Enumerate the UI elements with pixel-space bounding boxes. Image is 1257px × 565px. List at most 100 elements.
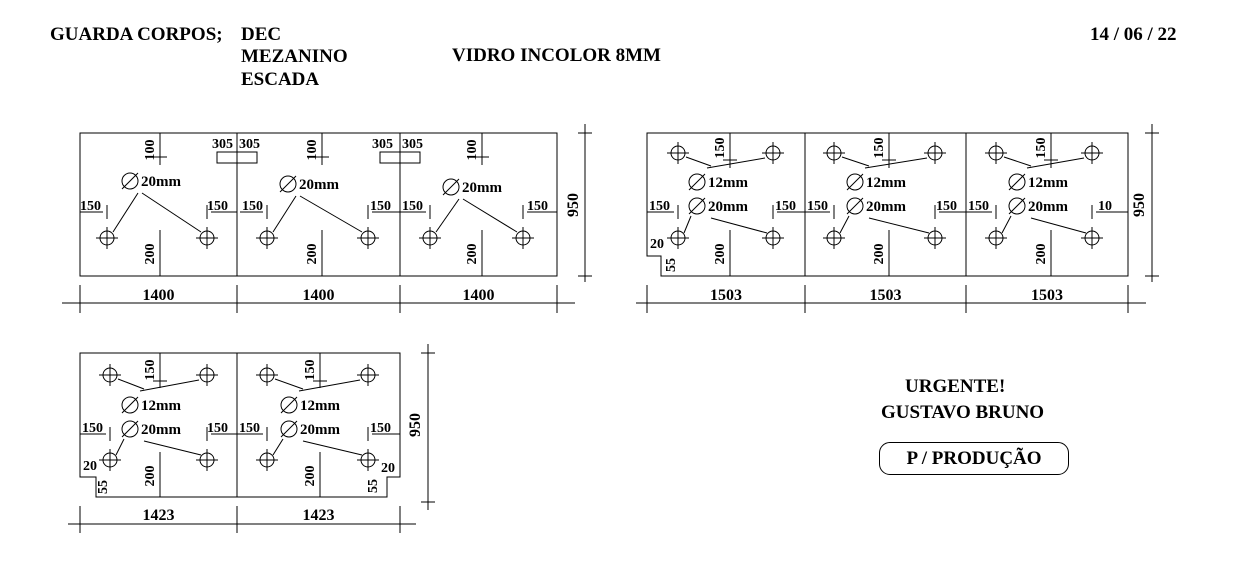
- mezanino-width-label: 1503: [870, 287, 902, 304]
- item-escada: ESCADA: [241, 69, 320, 90]
- diameter-icon-slash: [280, 396, 298, 414]
- escada-side-label-right: 150: [207, 421, 228, 436]
- mezanino-side-label-left: 150: [649, 199, 670, 214]
- escada-leader: [143, 440, 202, 456]
- mezanino-width-label: 1503: [710, 287, 742, 304]
- mezanino-bottom-label: 200: [1034, 244, 1049, 265]
- escada-side-label-right: 150: [370, 421, 391, 436]
- diameter-icon-slash: [442, 178, 460, 196]
- mezanino-width-label: 1503: [1031, 287, 1063, 304]
- mezanino-top-label: 150: [713, 138, 728, 159]
- production-stamp-label: P / PRODUÇÃO: [906, 447, 1042, 469]
- dec-leader: [141, 192, 202, 233]
- mezanino-leader: [706, 157, 766, 169]
- dec-side-label-left: 150: [80, 199, 101, 214]
- escada-top-label: 150: [143, 360, 158, 381]
- mezanino-leader: [710, 217, 768, 234]
- diameter-icon: [442, 178, 460, 196]
- escada-bottom-label: 200: [303, 466, 318, 487]
- mezanino-bottom-label: 200: [872, 244, 887, 265]
- dec-leader: [435, 198, 460, 233]
- dec-side-label-right: 150: [527, 199, 548, 214]
- diameter-label: 20mm: [141, 174, 181, 190]
- dec-side-label-left: 150: [242, 199, 263, 214]
- escada-diameter-12-note: 12mm: [280, 396, 340, 414]
- mezanino-height-label: 950: [1131, 193, 1148, 217]
- escada-leader: [302, 440, 363, 456]
- mezanino-diameter-12-note: 12mm: [846, 173, 906, 191]
- diameter-icon: [1008, 173, 1026, 191]
- dec-diameter-note: 20mm: [279, 175, 339, 193]
- diameter-icon: [279, 175, 297, 193]
- diameter-icon-slash: [688, 197, 706, 215]
- mezanino-diameter-20-note: 20mm: [688, 197, 748, 215]
- escada-diameter-12-note: 12mm: [121, 396, 181, 414]
- escada-bottom-label: 200: [143, 466, 158, 487]
- diameter-icon-slash: [846, 197, 864, 215]
- dec-hole-bottom-label: 200: [465, 244, 480, 265]
- diameter-label: 20mm: [300, 422, 340, 438]
- dec-width-label: 1400: [463, 287, 495, 304]
- mezanino-leader: [841, 156, 870, 167]
- escada-notch-label: 20: [381, 461, 395, 476]
- item-mezanino: MEZANINO: [241, 46, 348, 67]
- dec-leader: [112, 192, 139, 233]
- escada-diameter-20-note: 20mm: [121, 420, 181, 438]
- production-stamp: P / PRODUÇÃO: [879, 442, 1069, 475]
- mezanino-outline: [646, 132, 1129, 277]
- diameter-icon-slash: [280, 420, 298, 438]
- dec-outline: [79, 132, 558, 277]
- mezanino-diameter-12-note: 12mm: [1008, 173, 1068, 191]
- diameter-icon-slash: [279, 175, 297, 193]
- mezanino-bottom-label: 200: [713, 244, 728, 265]
- diameter-label: 20mm: [708, 199, 748, 215]
- escada-width-label: 1423: [143, 507, 175, 524]
- dec-mark-box: [216, 151, 238, 164]
- dec-leader: [272, 195, 297, 233]
- escada-leader: [115, 438, 125, 456]
- diameter-label: 20mm: [299, 177, 339, 193]
- mezanino-leader: [839, 215, 850, 234]
- dec-width-label: 1400: [303, 287, 335, 304]
- dec-side-label-left: 150: [402, 199, 423, 214]
- mezanino-leader: [683, 215, 692, 234]
- escada-height-label: 950: [407, 413, 424, 437]
- diameter-label: 12mm: [866, 175, 906, 191]
- escada-notch-label: 20: [83, 459, 97, 474]
- diameter-icon-slash: [1008, 173, 1026, 191]
- dec-width-label: 1400: [143, 287, 175, 304]
- escada-leader: [298, 379, 361, 392]
- diameter-icon-slash: [688, 173, 706, 191]
- mezanino-leader: [1030, 217, 1087, 234]
- mezanino-top-label: 150: [1034, 138, 1049, 159]
- diameter-label: 20mm: [1028, 199, 1068, 215]
- mezanino-leader: [868, 217, 930, 234]
- mezanino-diameter-20-note: 20mm: [846, 197, 906, 215]
- diameter-icon: [846, 173, 864, 191]
- escada-notch-label: 55: [366, 479, 381, 493]
- diameter-label: 12mm: [1028, 175, 1068, 191]
- diameter-label: 20mm: [462, 180, 502, 196]
- escada-leader: [274, 378, 304, 390]
- dec-hole-top-label: 100: [143, 140, 158, 161]
- escada-width-label: 1423: [303, 507, 335, 524]
- mezanino-leader: [1003, 156, 1032, 167]
- dec-leader: [299, 195, 363, 233]
- dec-mark-box: [236, 151, 258, 164]
- dec-side-label-right: 150: [207, 199, 228, 214]
- diameter-icon: [280, 396, 298, 414]
- project-label: GUARDA CORPOS;: [50, 24, 223, 45]
- dec-height-label: 950: [565, 193, 582, 217]
- escada-leader: [272, 438, 284, 456]
- dec-diameter-note: 20mm: [442, 178, 502, 196]
- dec-hole-bottom-label: 200: [305, 244, 320, 265]
- mezanino-notch-label: 20: [650, 237, 664, 252]
- diameter-icon: [121, 396, 139, 414]
- mezanino-leader: [1026, 157, 1085, 169]
- diameter-label: 12mm: [300, 398, 340, 414]
- mezanino-leader: [685, 156, 712, 167]
- diameter-icon: [846, 197, 864, 215]
- diameter-icon: [1008, 197, 1026, 215]
- mezanino-diameter-12-note: 12mm: [688, 173, 748, 191]
